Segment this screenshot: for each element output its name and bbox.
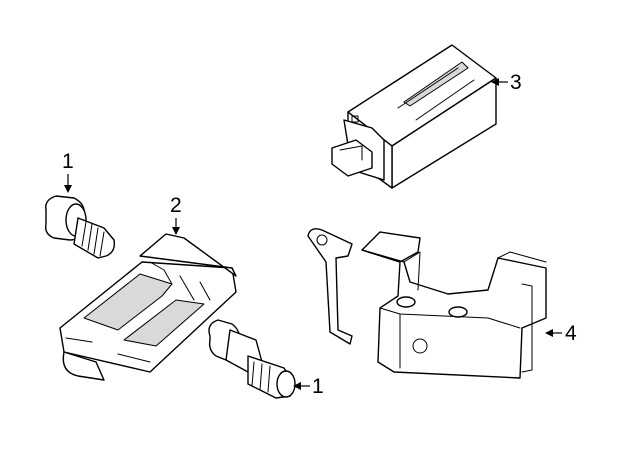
callout-valve-stem-top: 1: [62, 150, 74, 193]
bracket-part: [307, 228, 547, 379]
callout-label-1-bottom: 1: [312, 375, 324, 398]
callout-label-1-top: 1: [62, 150, 74, 173]
module-part: [331, 44, 497, 189]
callout-label-4: 4: [565, 322, 577, 345]
callout-tpms-sensor: 2: [170, 194, 182, 235]
callout-valve-stem-bottom: 1: [293, 375, 324, 398]
callout-bracket: 4: [545, 322, 577, 345]
valve-stem-top-part: [44, 195, 116, 259]
callout-module: 3: [491, 71, 522, 94]
callout-label-3: 3: [510, 71, 522, 94]
valve-stem-bottom-part: [208, 319, 296, 399]
callout-label-2: 2: [170, 194, 182, 217]
tpms-sensor-part: [59, 233, 237, 381]
